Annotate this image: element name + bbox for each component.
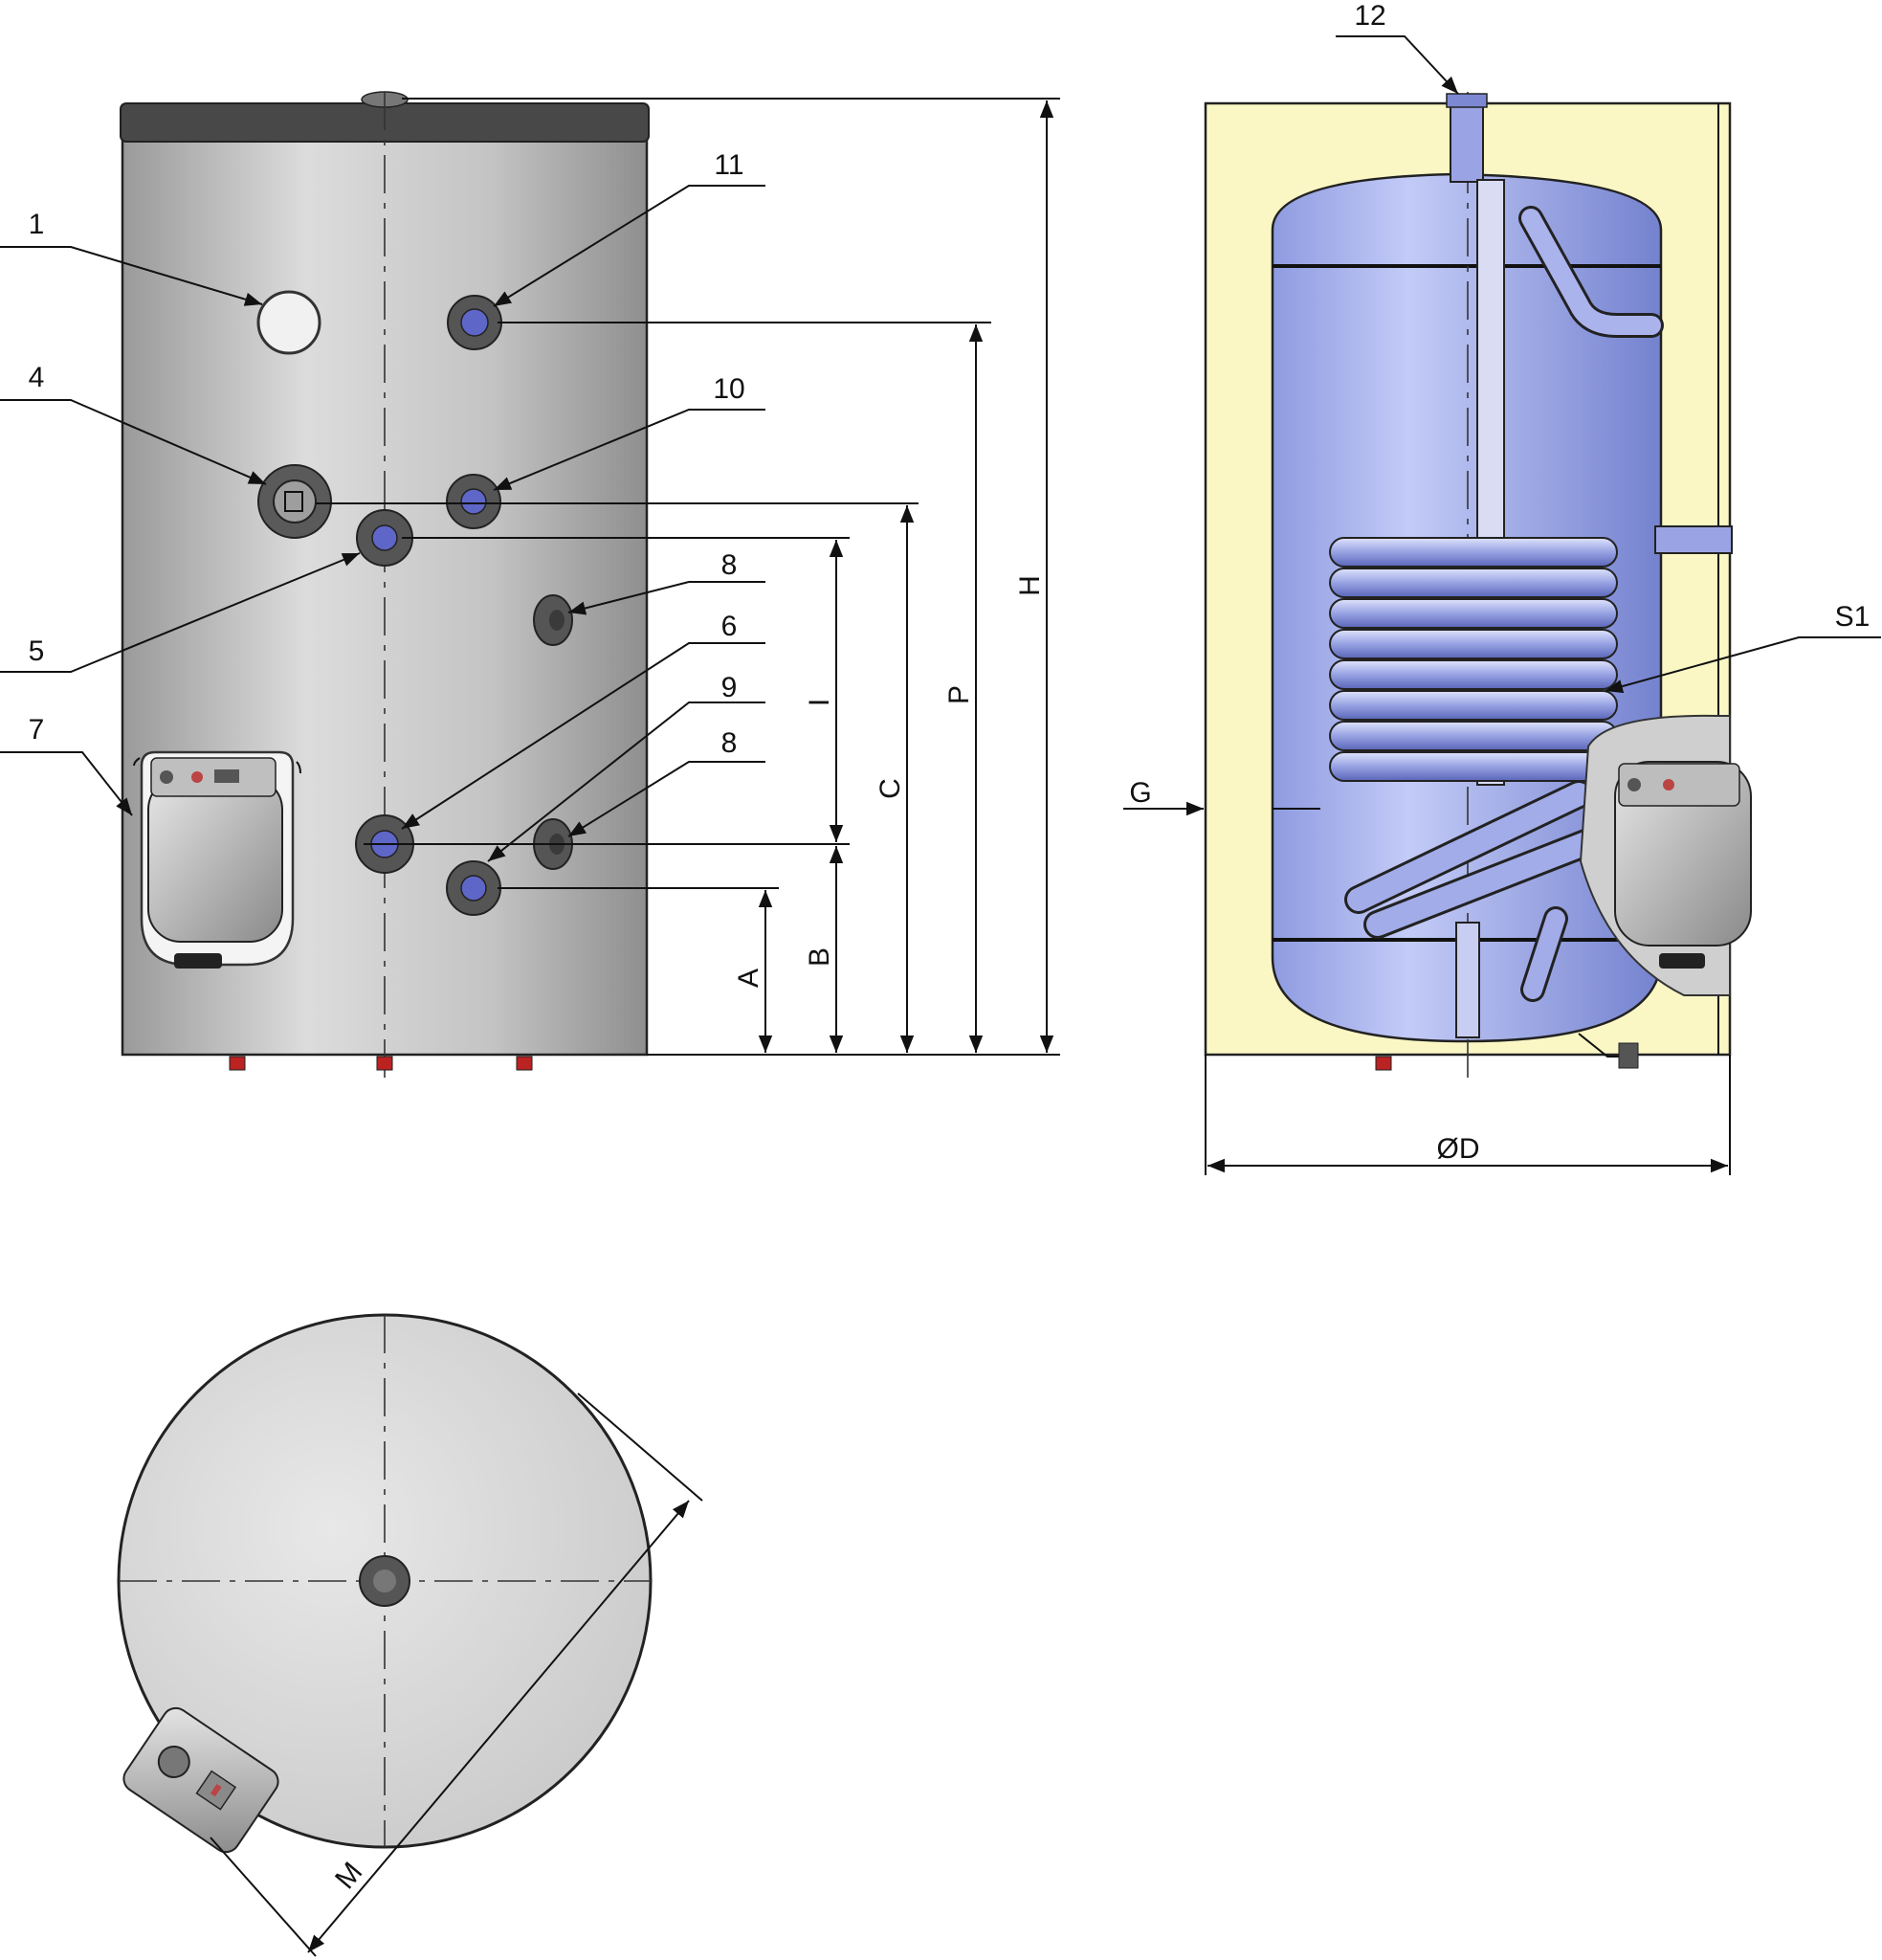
dim-label-i: I bbox=[804, 699, 835, 706]
front-feet bbox=[229, 1056, 533, 1071]
dim-label-p: P bbox=[943, 685, 975, 704]
callout-6: 6 bbox=[721, 611, 738, 642]
leader-lines bbox=[0, 185, 765, 862]
port-4-thermometer bbox=[257, 464, 332, 539]
callout-4: 4 bbox=[29, 362, 45, 393]
dim-label-c: C bbox=[875, 778, 906, 799]
dim-label-h: H bbox=[1014, 575, 1046, 596]
port-9 bbox=[446, 860, 501, 916]
dim-label-m: M bbox=[329, 1857, 368, 1895]
port-10 bbox=[446, 474, 501, 529]
section-view: ØD G 12 S1 bbox=[1123, 0, 1881, 1175]
control-box-section bbox=[1579, 714, 1752, 996]
port-1-sight-glass bbox=[256, 290, 321, 355]
front-view: A B I C P H 1 4 5 7 11 10 8 6 9 8 bbox=[0, 91, 1060, 1086]
dimension-arrows bbox=[758, 100, 1054, 1053]
callout-1: 1 bbox=[29, 209, 45, 240]
callout-g: G bbox=[1129, 777, 1151, 809]
top-outlet bbox=[1450, 95, 1484, 183]
callout-10: 10 bbox=[713, 373, 744, 405]
dim-m-arrow bbox=[307, 1500, 690, 1953]
dim-label-d: ØD bbox=[1437, 1133, 1480, 1165]
heating-coil-s1 bbox=[1329, 537, 1618, 1038]
port-8-upper bbox=[533, 594, 573, 646]
leader-s1 bbox=[1605, 636, 1881, 694]
callout-11: 11 bbox=[714, 149, 743, 181]
callout-8-lower: 8 bbox=[721, 727, 738, 759]
port-11 bbox=[447, 295, 502, 350]
control-box-7 bbox=[133, 750, 301, 969]
extension-lines bbox=[316, 98, 1060, 1056]
callout-12: 12 bbox=[1354, 0, 1385, 32]
callout-8-upper: 8 bbox=[721, 549, 738, 581]
callout-7: 7 bbox=[29, 714, 45, 746]
dim-label-a: A bbox=[733, 969, 764, 988]
callout-5: 5 bbox=[29, 635, 45, 667]
top-view-control-box bbox=[122, 1706, 279, 1854]
callout-s1: S1 bbox=[1835, 601, 1871, 633]
callout-9: 9 bbox=[721, 672, 738, 703]
top-view: M bbox=[117, 1313, 703, 1957]
dim-label-b: B bbox=[804, 947, 835, 967]
leader-12 bbox=[1336, 35, 1459, 95]
coil-outlet bbox=[1654, 525, 1733, 554]
